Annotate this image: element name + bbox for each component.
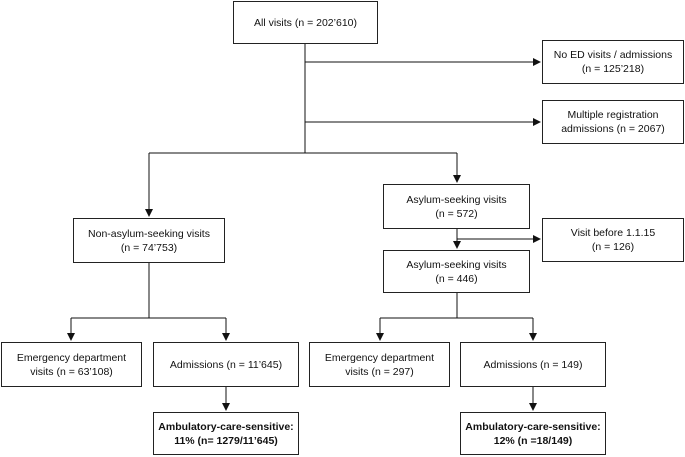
visit-before-count: (n = 126)	[591, 241, 635, 253]
ed-visits-right-count: visits (n = 297)	[345, 365, 414, 378]
acs-right-value: 12% (n =18/149)	[493, 434, 573, 447]
multiple-registration-box: Multiple registration admissions (n = 20…	[542, 100, 684, 144]
admissions-left-label: Admissions (n = 11’645)	[169, 358, 283, 371]
admissions-left-box: Admissions (n = 11’645)	[153, 342, 299, 387]
non-asylum-box: Non-asylum-seeking visits (n = 74’753)	[73, 218, 225, 263]
no-ed-count: (n = 125’218)	[581, 63, 645, 75]
no-ed-box: No ED visits / admissions (n = 125’218)	[542, 40, 684, 84]
asylum-visits-filtered-label: Asylum-seeking visits	[406, 258, 507, 271]
asylum-visits-count: (n = 572)	[435, 207, 478, 220]
no-ed-label: No ED visits / admissions	[553, 49, 673, 61]
acs-left-value: 11% (n= 1279/11’645)	[174, 434, 278, 447]
ed-visits-left-box: Emergency department visits (n = 63’108)	[1, 342, 142, 387]
all-visits-label: All visits (n = 202’610)	[253, 16, 357, 29]
acs-left-box: Ambulatory-care-sensitive: 11% (n= 1279/…	[153, 412, 299, 455]
asylum-visits-label: Asylum-seeking visits	[406, 193, 507, 206]
visit-before-box: Visit before 1.1.15 (n = 126)	[542, 218, 684, 262]
ed-visits-right-box: Emergency department visits (n = 297)	[309, 342, 450, 387]
admissions-right-label: Admissions (n = 149)	[483, 358, 583, 371]
admissions-right-box: Admissions (n = 149)	[460, 342, 606, 387]
asylum-visits-filtered-count: (n = 446)	[435, 272, 478, 285]
non-asylum-count: (n = 74’753)	[120, 241, 178, 254]
asylum-visits-filtered-box: Asylum-seeking visits (n = 446)	[383, 250, 530, 293]
all-visits-box: All visits (n = 202’610)	[233, 1, 378, 44]
ed-visits-left-count: visits (n = 63’108)	[30, 365, 113, 378]
non-asylum-label: Non-asylum-seeking visits	[88, 227, 210, 240]
multiple-registration-count: admissions (n = 2067)	[561, 123, 665, 135]
ed-visits-right-label: Emergency department	[324, 351, 435, 364]
visit-before-label: Visit before 1.1.15	[570, 227, 656, 239]
asylum-visits-box: Asylum-seeking visits (n = 572)	[383, 184, 530, 229]
ed-visits-left-label: Emergency department	[16, 351, 127, 364]
multiple-registration-label: Multiple registration	[567, 109, 659, 121]
acs-left-label: Ambulatory-care-sensitive:	[158, 420, 294, 433]
acs-right-label: Ambulatory-care-sensitive:	[465, 420, 601, 433]
acs-right-box: Ambulatory-care-sensitive: 12% (n =18/14…	[460, 412, 606, 455]
